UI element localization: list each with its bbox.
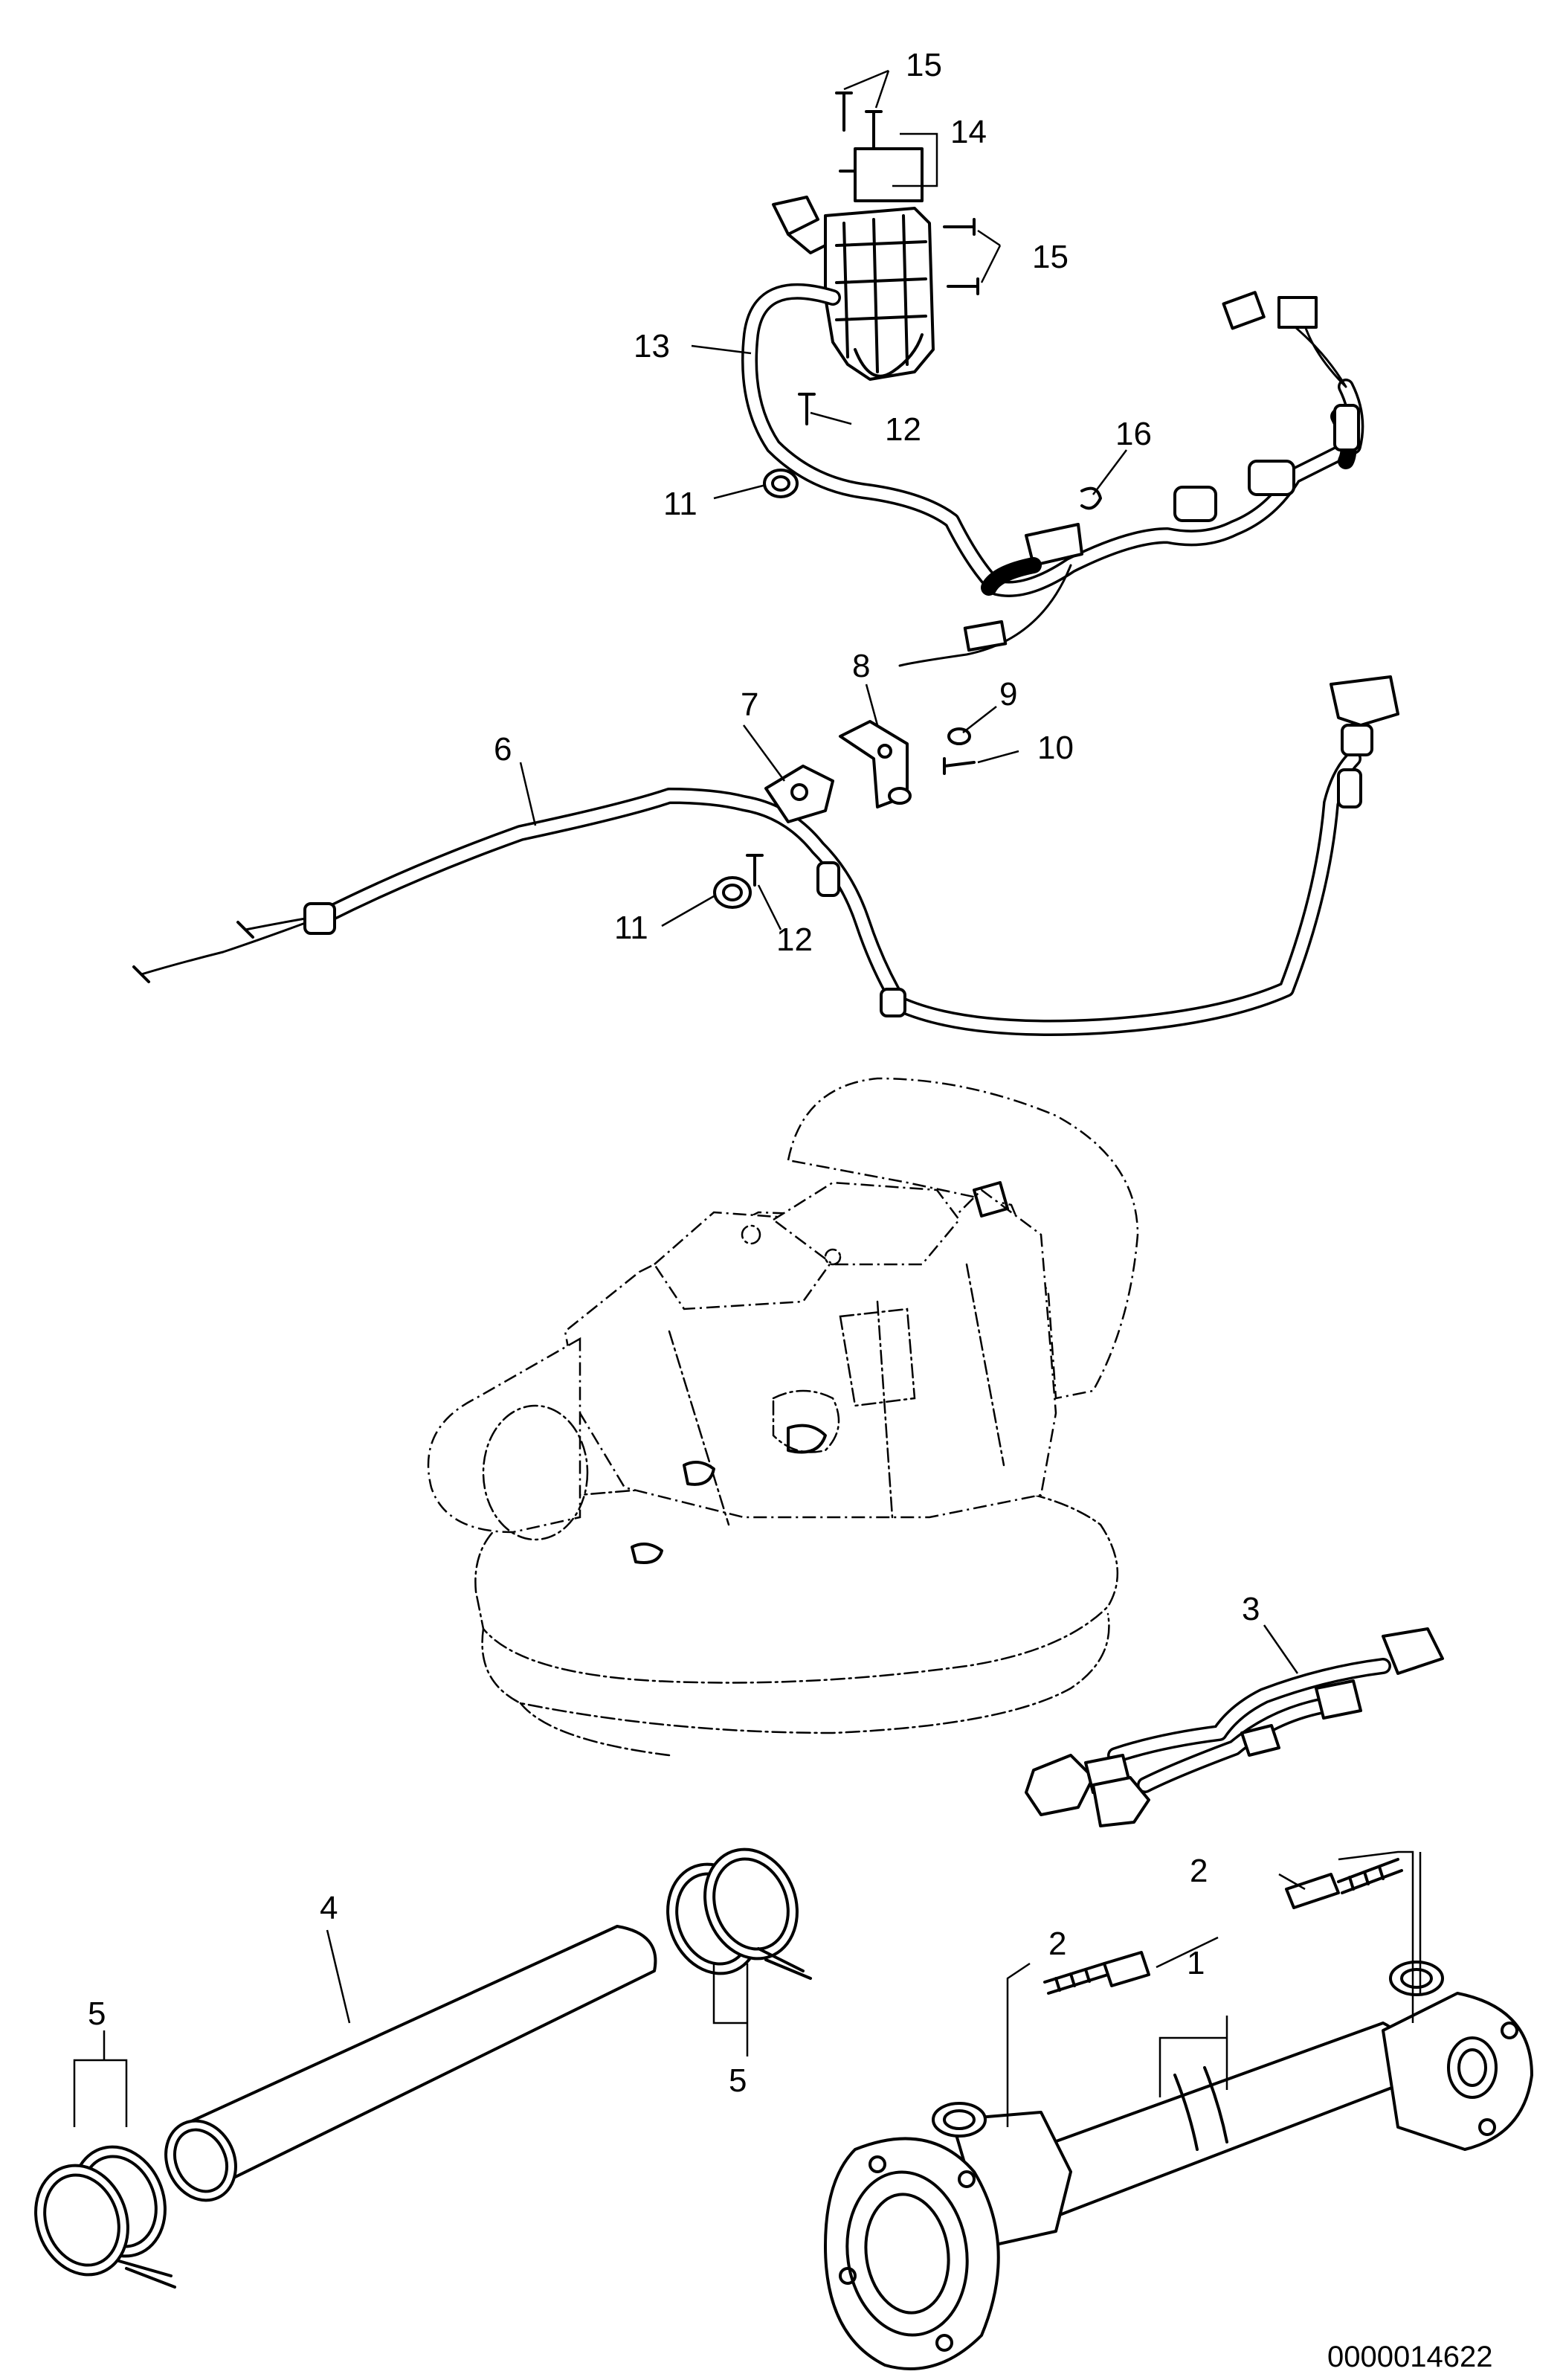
leader-lines: [73, 69, 1422, 2127]
tube-4: [164, 1925, 657, 2202]
callout-3: 3: [1242, 1591, 1260, 1627]
connector-block-left: [772, 196, 827, 254]
callout-16: 16: [1115, 416, 1152, 452]
wiring-harness-13: [741, 283, 1364, 667]
callout-8: 8: [852, 648, 870, 684]
callout-7: 7: [741, 686, 758, 723]
hose-clamp-5-right: [666, 1847, 812, 1980]
callout-9: 9: [999, 676, 1017, 713]
callout-2-lower: 2: [1048, 1926, 1066, 1962]
callout-2-upper: 2: [1190, 1853, 1208, 1889]
drive-shaft-1: [824, 1961, 1533, 2370]
screw-12-top: [798, 393, 816, 425]
clamp-7: [764, 765, 834, 823]
bolt-2-upper: [1285, 1858, 1403, 1909]
callout-15-side: 15: [1032, 239, 1069, 275]
bolt-2-lower: [1043, 1951, 1150, 1995]
hose-assembly-3: [1025, 1627, 1444, 1827]
valve-block-assembly: [824, 147, 935, 381]
washer-9: [947, 727, 971, 745]
transmission-housing-phantom: [427, 1077, 1139, 1757]
callout-11-top: 11: [663, 486, 697, 522]
bolt-15-top: [835, 91, 883, 150]
callout-4: 4: [320, 1890, 338, 1926]
callout-10: 10: [1037, 730, 1074, 766]
callout-12-mid: 12: [776, 922, 813, 958]
callout-1: 1: [1187, 1945, 1205, 1981]
callout-13: 13: [634, 328, 670, 364]
callout-14: 14: [950, 114, 987, 150]
bolt-15-side: [943, 218, 979, 295]
callout-11-mid: 11: [614, 910, 648, 946]
callout-5-left: 5: [88, 1995, 106, 2032]
callout-12-top: 12: [885, 411, 921, 448]
callout-5-right: 5: [729, 2062, 747, 2099]
grommet-11-top: [763, 469, 799, 498]
hose-clamp-5-left: [34, 2145, 176, 2289]
callout-6: 6: [494, 731, 512, 768]
wiring-harness-6: [132, 675, 1399, 1036]
callout-15-top: 15: [906, 47, 942, 83]
grommet-11-mid: [713, 876, 752, 909]
bolt-10: [888, 757, 976, 805]
document-id: 0000014622: [1327, 2341, 1492, 2373]
clip-16: [1080, 486, 1102, 510]
screw-12-mid: [746, 854, 764, 887]
